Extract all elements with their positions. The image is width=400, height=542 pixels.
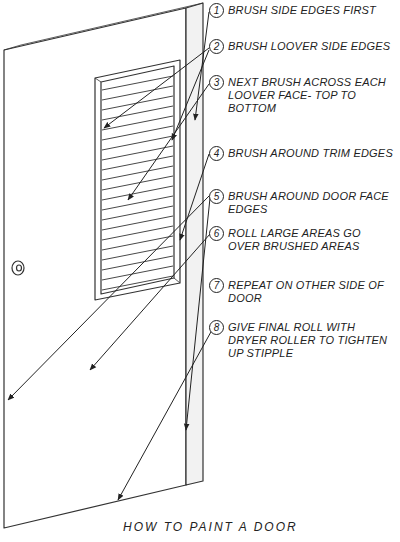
callout-number: 1 [209,3,224,18]
leader-arrow [186,198,210,430]
callout-number: 7 [209,278,224,293]
instruction-text: GIVE FINAL ROLL WITH DRYER ROLLER TO TIG… [228,321,394,360]
leader-arrow [90,234,210,370]
callout-number: 4 [209,146,224,161]
leader-arrow [180,154,209,240]
louver-slats [102,76,173,290]
instruction-text: BRUSH LOOVER SIDE EDGES [228,40,394,53]
callout-number: 8 [209,320,224,335]
louver-trim [95,60,180,300]
instruction-text: BRUSH SIDE EDGES FIRST [228,4,394,17]
instruction-text: BRUSH AROUND DOOR FACE EDGES [228,190,394,216]
louver-frame [101,66,174,294]
leader-arrow [172,50,209,140]
callout-number: 2 [209,39,224,54]
diagram-title: HOW TO PAINT A DOOR [123,520,298,534]
instruction-text: REPEAT ON OTHER SIDE OF DOOR [228,279,394,305]
instruction-text: NEXT BRUSH ACROSS EACH LOOVER FACE- TOP … [228,76,394,115]
callout-number: 3 [209,75,224,90]
leader-arrow [8,196,209,400]
door-knob [12,261,24,275]
instruction-text: BRUSH AROUND TRIM EDGES [228,147,394,160]
callout-number: 5 [209,189,224,204]
instruction-text: ROLL LARGE AREAS GO OVER BRUSHED AREAS [228,227,394,253]
leader-arrow [128,84,209,200]
leader-arrow [118,330,212,500]
callout-number: 6 [209,226,224,241]
